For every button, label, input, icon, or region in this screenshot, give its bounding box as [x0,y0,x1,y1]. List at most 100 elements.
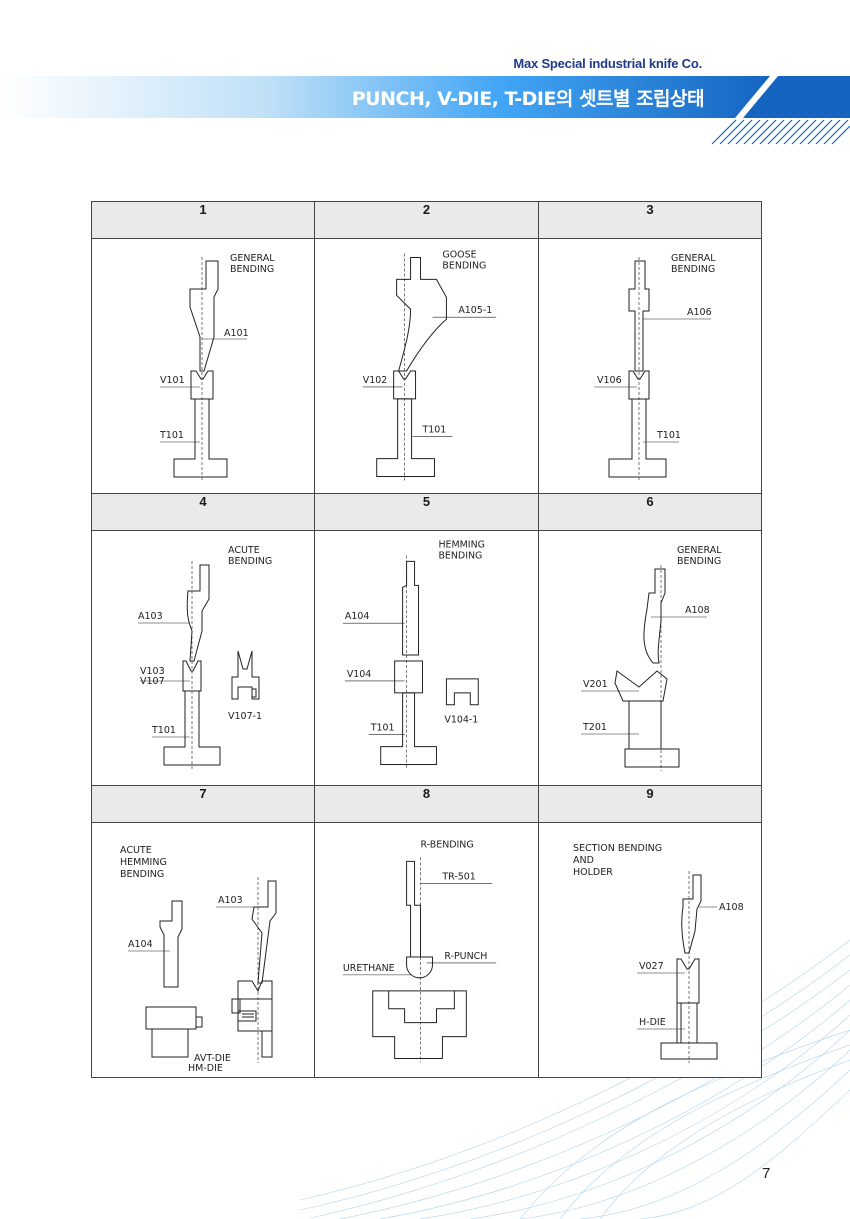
diagram-acute-hemming-bending-7: ACUTE HEMMING BENDING [120,845,277,1074]
vdie-label: V201 [583,679,608,690]
vdie-label: V106 [597,375,622,386]
punch-b-label: A103 [218,895,243,906]
cell-number-8: 8 [314,785,539,823]
hdie-label: H-DIE [639,1017,666,1028]
title-banner [0,76,850,145]
tdie-label: T101 [422,425,447,436]
tdie-shape [628,700,662,750]
punch-shape [396,256,447,372]
vdie-shape [393,370,417,400]
vdie-label: V102 [363,375,387,386]
punch-shape [189,260,219,372]
punch-a-shape [159,900,183,988]
diagram-general-bending-1: GENERAL BENDING A101 V101 T101 [159,253,275,481]
urethane-label: URETHANE [343,963,395,974]
extra-die-shape [231,650,260,700]
diagram-cell-9: SECTION BENDING AND HOLDER A108 V027 H-D… [538,822,762,1078]
diagram-title: GENERAL [677,545,722,556]
diagram-title: BENDING [671,264,715,275]
diagram-title: GENERAL [671,253,716,264]
die-b-label: HM-DIE [188,1063,223,1074]
diagram-title: BENDING [442,260,486,271]
cell-number-4: 4 [91,493,315,531]
diagram-general-bending-3: GENERAL BENDING A106 V106 T101 [594,253,716,481]
punch-label: A106 [687,307,712,318]
diagram-cell-8: R-BENDING TR-501 R-PUNCH URETHANE [314,822,539,1078]
diagram-acute-bending-4: ACUTE BENDING A103 V103 V107 T101 V107-1 [138,545,272,769]
extra-die-label: V107-1 [228,711,262,722]
tdie-shape [173,398,228,478]
die-b-shape [237,980,273,1000]
die-a-shape [145,1006,197,1030]
tdie-shape [163,690,221,766]
diagram-title: BENDING [230,264,274,275]
r-punch-label: R-PUNCH [444,951,487,962]
diagram-cell-4: ACUTE BENDING A103 V103 V107 T101 V107-1 [91,530,315,786]
diagram-title: HEMMING [120,857,167,868]
tdie-shape [380,692,437,766]
cell-number-1: 1 [91,201,315,239]
vdie-label: V104 [347,669,371,680]
tdie-shape [608,398,667,478]
punch-shape [681,874,702,954]
diagram-title: SECTION BENDING [573,843,662,854]
diagram-title: ACUTE [120,845,152,856]
punch-shape [628,260,650,372]
diagram-title: R-BENDING [421,839,474,850]
diagram-title: HEMMING [438,539,485,550]
holder-shape [406,860,422,958]
punch-label: A101 [224,328,249,339]
diagram-cell-6: GENERAL BENDING A108 V201 T201 [538,530,762,786]
punch-label: A108 [719,902,744,913]
tdie-shape [376,398,435,478]
punch-a-label: A104 [128,939,153,950]
punch-shape [643,568,666,664]
cell-number-3: 3 [538,201,762,239]
diagram-title: BENDING [677,556,721,567]
diagram-title: HOLDER [573,867,613,878]
vdie-label-a: V103 [140,666,165,677]
cell-number-2: 2 [314,201,539,239]
cell-number-9: 9 [538,785,762,823]
diagram-cell-3: GENERAL BENDING A106 V106 T101 [538,238,762,494]
tdie-label: T101 [370,723,395,734]
decorative-wave-lines [299,939,850,1219]
cell-number-7: 7 [91,785,315,823]
diagram-title: BENDING [120,869,164,880]
diagram-title: GOOSE [442,249,476,260]
diagram-cell-7: ACUTE HEMMING BENDING [91,822,315,1078]
vdie-shape [614,670,668,702]
diagram-title: AND [573,855,594,866]
diagram-hemming-bending-5: HEMMING BENDING A104 V104 T101 V104-1 [342,539,485,769]
die-a-label: AVT-DIE [194,1053,231,1064]
vdie-shape [628,370,650,400]
tdie-label: T101 [159,430,184,441]
extra-die-label: V104-1 [444,715,478,726]
die-set-table: 1 2 3 GENERAL BENDING A101 V101 T101 [91,201,762,1078]
urethane-die-shape [372,990,467,1060]
punch-label: A104 [345,611,369,622]
company-name: Max Special industrial knife Co. [513,56,702,71]
punch-label: A105-1 [458,305,492,316]
vdie-label: V027 [639,961,664,972]
diagram-title: ACUTE [228,545,260,556]
punch-label: A108 [685,605,710,616]
diagram-cell-1: GENERAL BENDING A101 V101 T101 [91,238,315,494]
vdie-shape [676,958,700,1004]
vdie-shape [190,370,214,400]
page-number: 7 [762,1165,771,1182]
cell-number-5: 5 [314,493,539,531]
diagram-title: BENDING [228,556,272,567]
tdie-label: T201 [582,722,607,733]
diagram-cell-2: GOOSE BENDING A105-1 V102 T101 [314,238,539,494]
diagram-section-bending-9: SECTION BENDING AND HOLDER A108 V027 H-D… [573,843,744,1063]
vdie-label-b: V107 [140,676,165,687]
diagram-title: BENDING [438,550,482,561]
diagram-r-bending-8: R-BENDING TR-501 R-PUNCH URETHANE [342,839,497,1063]
diagram-general-bending-6: GENERAL BENDING A108 V201 T201 [581,545,722,771]
diagram-goose-bending-2: GOOSE BENDING A105-1 V102 T101 [363,249,497,481]
vdie-shape [182,660,202,692]
page-title: PUNCH, V-DIE, T-DIE의 셋트별 조립상태 [351,88,705,110]
punch-shape [402,560,420,656]
punch-label: A103 [138,611,163,622]
